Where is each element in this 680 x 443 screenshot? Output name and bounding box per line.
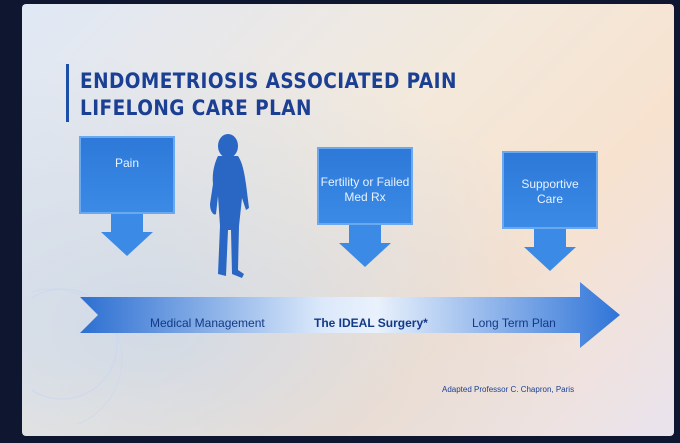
stage-card-box: Supportive Care [502, 151, 598, 229]
title-line-2: LIFELONG CARE PLAN [80, 96, 312, 120]
presentation-slide: ENDOMETRIOSIS ASSOCIATED PAIN LIFELONG C… [22, 4, 674, 436]
title-line-1: ENDOMETRIOSIS ASSOCIATED PAIN [80, 69, 457, 93]
timeline-label-medical-management: Medical Management [150, 316, 265, 330]
decorative-swirl [32, 288, 123, 424]
card-arrow-stem [349, 225, 381, 243]
source-credit: Adapted Professor C. Chapron, Paris [442, 385, 575, 394]
title-rule [66, 64, 69, 122]
card-label-line-1: Supportive [521, 177, 579, 191]
timeline-label-long-term-plan: Long Term Plan [472, 316, 556, 330]
card-label-line-2: Med Rx [344, 190, 386, 204]
card-label-line-1: Pain [114, 156, 140, 170]
stage-card-box: Fertility or Failed Med Rx [317, 147, 413, 225]
card-arrow-stem [534, 229, 566, 247]
stage-card-supportive-care: Supportive Care [500, 151, 600, 271]
card-label-line-1: Fertility or Failed [320, 175, 410, 189]
slide-title: ENDOMETRIOSIS ASSOCIATED PAIN LIFELONG C… [80, 68, 457, 122]
down-arrow-icon [101, 232, 153, 256]
card-arrow-stem [111, 214, 143, 232]
card-label-line-2: Care [536, 192, 563, 206]
woman-silhouette-icon [210, 134, 249, 278]
down-arrow-icon [339, 243, 391, 267]
stage-card-pain: Pain [77, 136, 177, 256]
down-arrow-icon [524, 247, 576, 271]
stage-card-fertility: Fertility or Failed Med Rx [315, 147, 415, 267]
timeline-arrow [80, 282, 620, 348]
timeline-label-ideal-surgery: The IDEAL Surgery* [314, 316, 428, 330]
stage-card-box: Pain [79, 136, 175, 214]
